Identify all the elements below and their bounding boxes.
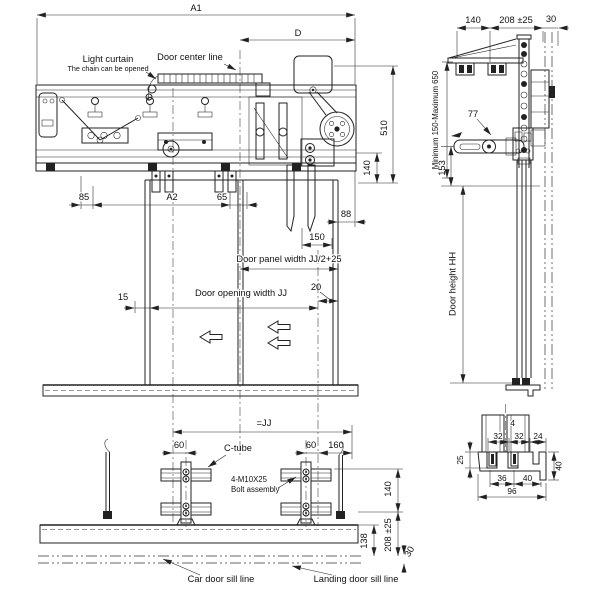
dim-d: D <box>295 28 302 38</box>
label-landing-sill-line: Landing door sill line <box>314 574 399 584</box>
cable-chain <box>157 73 263 84</box>
sill-profile <box>477 451 547 481</box>
label-chain-note: The chain can be opened <box>67 64 148 73</box>
dim-60-right: 60 <box>306 440 316 450</box>
door-panels <box>42 179 359 397</box>
coupler-arm <box>453 137 525 156</box>
side-view: 140 208 ±25 30 Minimum 150-Maximum 650 7… <box>431 14 569 397</box>
clutch-vane <box>286 164 295 233</box>
dim-510: 510 <box>379 120 389 136</box>
dim-jj: =JJ <box>257 418 272 428</box>
dim-40-side: 40 <box>554 461 564 471</box>
dim-40-bottom: 40 <box>523 473 533 483</box>
label-c-tube: C-tube <box>224 443 252 453</box>
plan-view: =JJ 60 60 160 C-tube 4-M10X25 Bolt assem… <box>38 417 416 584</box>
label-opening-width: Door opening width JJ <box>195 288 287 298</box>
dim-32-right: 32 <box>514 431 524 441</box>
dim-153: 153 <box>437 160 447 176</box>
dim-a1: A1 <box>190 3 201 13</box>
mounting-bracket <box>447 38 524 76</box>
dim-88: 88 <box>341 209 351 219</box>
fascia-post-right <box>336 441 345 519</box>
fascia-post-left <box>103 438 112 519</box>
dim-24: 24 <box>533 431 543 441</box>
dim-138: 138 <box>359 533 369 549</box>
label-light-curtain: Light curtain <box>83 54 134 64</box>
dim-20: 20 <box>311 282 321 292</box>
label-panel-width: Door panel width JJ/2+25 <box>236 254 341 264</box>
rail-column <box>516 34 555 168</box>
label-car-sill-line: Car door sill line <box>188 574 255 584</box>
door-clutch <box>248 96 303 166</box>
dim-25: 25 <box>455 455 465 465</box>
dim-150: 150 <box>309 232 325 242</box>
label-bolt-spec: 4-M10X25 <box>231 475 268 484</box>
dim-32-left: 32 <box>493 431 503 441</box>
door-operator <box>35 55 357 233</box>
dim-96: 96 <box>507 486 517 496</box>
sill-section-view: 4 32 32 24 25 40 36 40 96 <box>455 404 564 501</box>
dim-36: 36 <box>497 473 507 483</box>
c-tube-bracket-left <box>160 461 212 526</box>
label-min-max: Minimum 150-Maximum 650 <box>431 70 440 169</box>
label-bolt-assembly: Bolt assembly <box>231 485 280 494</box>
dim-30-plan: 30 <box>402 545 416 559</box>
dim-a2: A2 <box>166 192 177 202</box>
slide-direction-arrow <box>267 320 291 334</box>
dim-208-plan: 208 ±25 <box>383 518 393 552</box>
dim-65: 65 <box>217 192 227 202</box>
dim-30-side: 30 <box>546 14 556 24</box>
dim-4: 4 <box>510 418 515 428</box>
dim-15: 15 <box>118 292 128 302</box>
dim-140-plan: 140 <box>383 481 393 497</box>
dim-60-left: 60 <box>174 440 184 450</box>
c-tube-bracket-right <box>280 461 332 526</box>
front-view: A1 D Light curtain The chain can be open… <box>35 3 398 526</box>
label-door-center-line: Door center line <box>157 52 223 62</box>
dim-77: 77 <box>468 109 478 119</box>
door-panels-side <box>505 127 541 397</box>
dim-85: 85 <box>79 192 89 202</box>
dim-208-side: 208 ±25 <box>499 15 533 25</box>
slide-direction-arrow <box>199 330 223 344</box>
drive-pulley <box>319 111 355 147</box>
label-door-height: Door height HH <box>448 252 458 316</box>
dim-160: 160 <box>328 440 344 450</box>
slide-direction-arrow <box>267 336 291 350</box>
dim-140-front: 140 <box>362 160 372 176</box>
dim-140-side: 140 <box>465 15 481 25</box>
clutch-vane <box>307 164 316 233</box>
